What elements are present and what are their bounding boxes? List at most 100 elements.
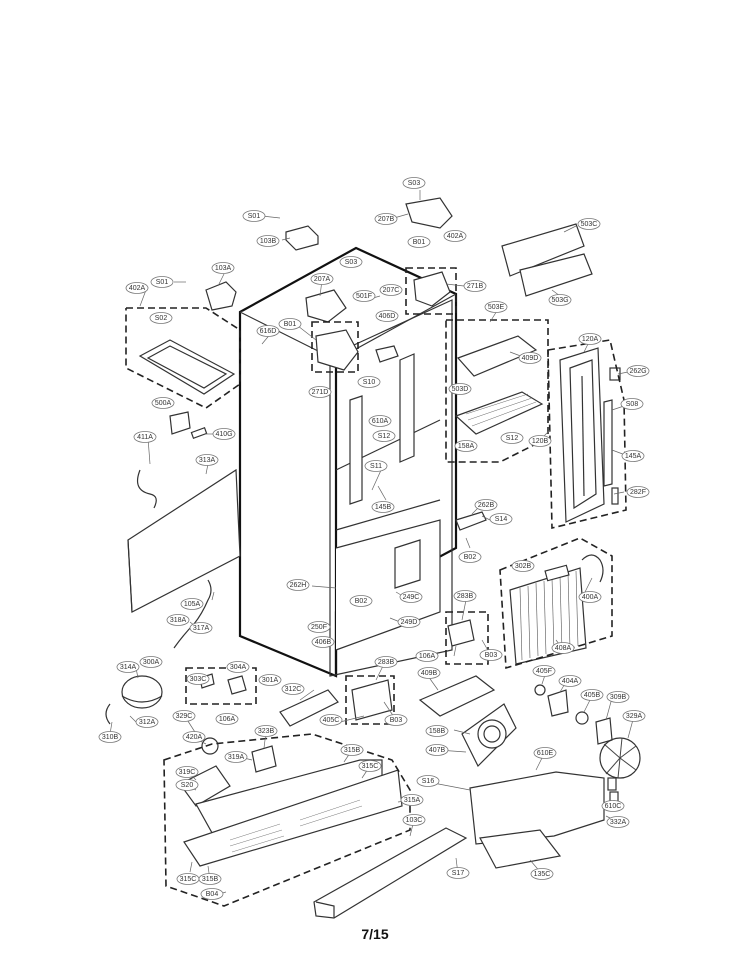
callout-312a: 312A: [135, 716, 159, 728]
svg-text:315B: 315B: [202, 876, 219, 883]
callout-407b: 407B: [425, 744, 449, 756]
svg-text:S14: S14: [495, 516, 508, 523]
svg-text:303C: 303C: [190, 676, 207, 683]
svg-text:315C: 315C: [180, 876, 197, 883]
callout-420a: 420A: [182, 731, 206, 743]
svg-text:283B: 283B: [457, 593, 474, 600]
callout-503g: 503G: [548, 294, 572, 306]
callout-315c: 315C: [176, 873, 200, 885]
svg-text:B01: B01: [413, 239, 426, 246]
svg-text:314A: 314A: [120, 664, 137, 671]
svg-text:B03: B03: [390, 717, 403, 724]
svg-text:319C: 319C: [179, 769, 196, 776]
callout-271b: 271B: [463, 280, 487, 292]
svg-text:312C: 312C: [285, 686, 302, 693]
svg-text:300A: 300A: [143, 659, 160, 666]
callout-s14: S14: [489, 513, 513, 525]
callout-315a: 315A: [400, 794, 424, 806]
svg-text:501F: 501F: [356, 293, 372, 300]
svg-text:332A: 332A: [610, 819, 627, 826]
svg-text:402A: 402A: [129, 285, 146, 292]
svg-text:120B: 120B: [532, 438, 549, 445]
callout-313a: 313A: [195, 454, 219, 466]
callout-406b: 406B: [311, 636, 335, 648]
callout-s03: S03: [402, 177, 426, 189]
callout-s02: S02: [149, 312, 173, 324]
callout-405c: 405C: [319, 714, 343, 726]
callout-158b: 158B: [425, 725, 449, 737]
callout-610c: 610C: [601, 800, 625, 812]
callout-s01: S01: [150, 276, 174, 288]
svg-text:S03: S03: [345, 259, 358, 266]
callout-120b: 120B: [528, 435, 552, 447]
svg-text:249C: 249C: [403, 594, 420, 601]
callout-103b: 103B: [256, 235, 280, 247]
svg-text:B01: B01: [284, 321, 297, 328]
callout-s12: S12: [372, 430, 396, 442]
callout-402a: 402A: [125, 282, 149, 294]
callout-610e: 610E: [533, 747, 557, 759]
svg-text:S12: S12: [506, 435, 519, 442]
svg-text:409D: 409D: [522, 355, 539, 362]
callout-249d: 249D: [397, 616, 421, 628]
callout-s03: S03: [339, 256, 363, 268]
svg-text:329C: 329C: [176, 713, 193, 720]
svg-text:250F: 250F: [311, 624, 327, 631]
callout-b02: B02: [349, 595, 373, 607]
svg-text:312A: 312A: [139, 719, 156, 726]
callout-b03: B03: [384, 714, 408, 726]
svg-text:411A: 411A: [137, 434, 153, 441]
callout-145a: 145A: [621, 450, 645, 462]
callout-329c: 329C: [172, 710, 196, 722]
svg-text:135C: 135C: [534, 871, 551, 878]
svg-text:207C: 207C: [383, 287, 400, 294]
svg-text:282F: 282F: [630, 489, 646, 496]
svg-text:249D: 249D: [401, 619, 418, 626]
callout-s11: S11: [364, 460, 388, 472]
callout-207a: 207A: [310, 273, 334, 285]
callout-503c: 503C: [577, 218, 601, 230]
callout-262g: 262G: [626, 365, 650, 377]
svg-text:S10: S10: [363, 379, 376, 386]
callout-302b: 302B: [511, 560, 535, 572]
callout-103c: 103C: [402, 814, 426, 826]
callout-s01: S01: [242, 210, 266, 222]
callout-106a: 106A: [415, 650, 439, 662]
svg-text:105A: 105A: [184, 601, 201, 608]
callout-411a: 411A: [133, 431, 157, 443]
callout-283b: 283B: [453, 590, 477, 602]
callout-b02: B02: [458, 551, 482, 563]
svg-text:410G: 410G: [215, 431, 232, 438]
callout-b01: B01: [407, 236, 431, 248]
svg-text:S16: S16: [422, 778, 435, 785]
svg-text:315C: 315C: [362, 763, 379, 770]
svg-text:503E: 503E: [488, 304, 505, 311]
callout-410g: 410G: [212, 428, 236, 440]
svg-text:120A: 120A: [582, 336, 599, 343]
callout-300a: 300A: [139, 656, 163, 668]
svg-text:610C: 610C: [605, 803, 622, 810]
svg-text:103B: 103B: [260, 238, 277, 245]
center-bottom-parts: [351, 511, 641, 869]
callout-250f: 250F: [307, 621, 331, 633]
callout-135c: 135C: [530, 868, 554, 880]
svg-text:500A: 500A: [155, 400, 172, 407]
svg-text:S08: S08: [626, 401, 639, 408]
callout-b01: B01: [278, 318, 302, 330]
svg-text:405C: 405C: [323, 717, 340, 724]
callout-408a: 408A: [551, 642, 575, 654]
callout-310b: 310B: [98, 731, 122, 743]
svg-text:262B: 262B: [478, 502, 495, 509]
callout-249c: 249C: [399, 591, 423, 603]
callout-207b: 207B: [374, 213, 398, 225]
svg-text:S01: S01: [248, 213, 261, 220]
svg-text:207B: 207B: [378, 216, 395, 223]
svg-text:283B: 283B: [378, 659, 395, 666]
svg-text:301A: 301A: [262, 677, 279, 684]
svg-text:B03: B03: [485, 652, 498, 659]
svg-text:S12: S12: [378, 433, 391, 440]
callout-610a: 610A: [368, 415, 392, 427]
svg-text:503C: 503C: [581, 221, 598, 228]
